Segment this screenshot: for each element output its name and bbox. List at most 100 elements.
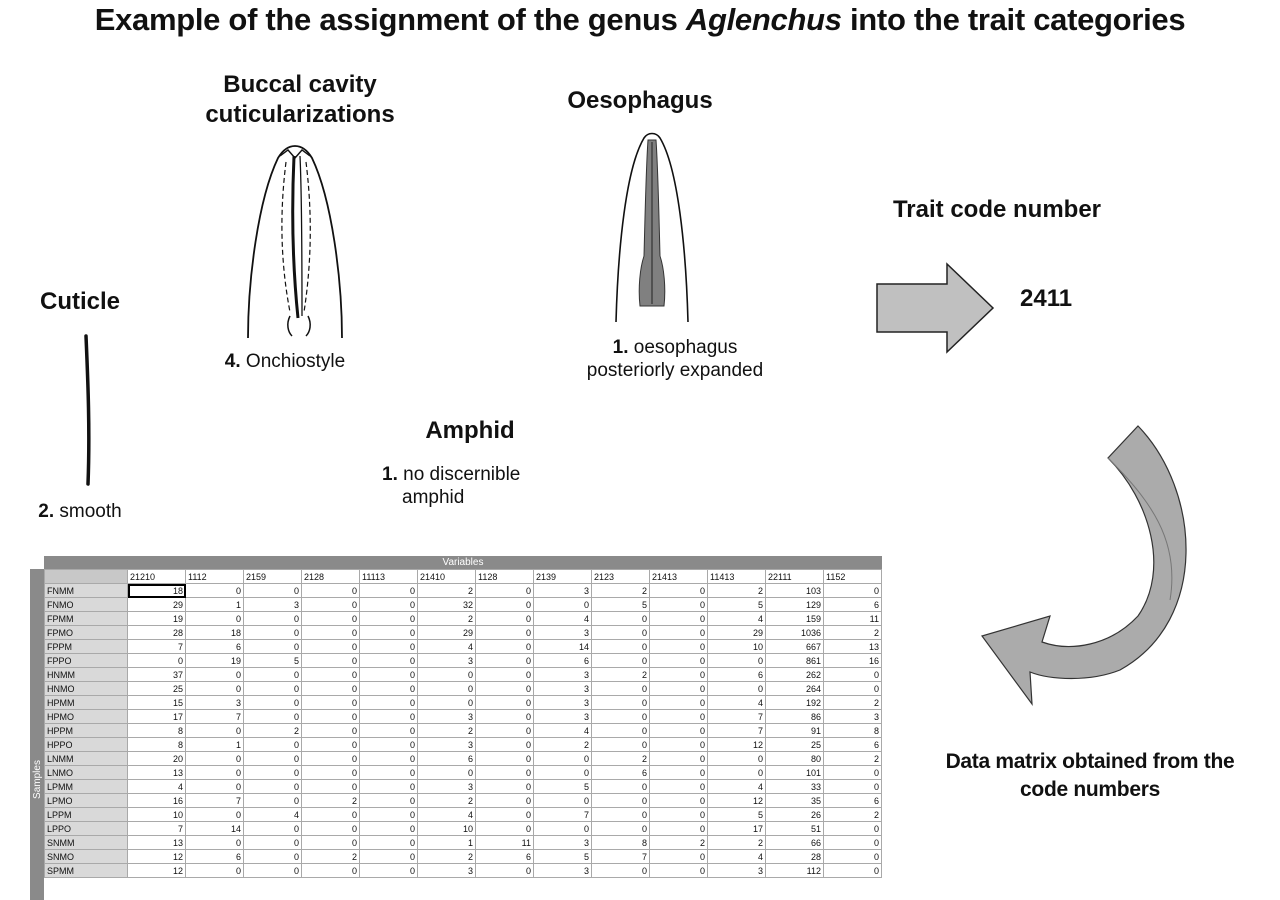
table-cell[interactable]: 0 xyxy=(359,807,418,822)
row-header[interactable]: FPPM xyxy=(44,639,128,654)
table-cell[interactable]: 0 xyxy=(475,597,534,612)
table-cell[interactable]: 0 xyxy=(185,751,244,766)
table-cell[interactable]: 0 xyxy=(243,779,302,794)
table-cell[interactable]: 28 xyxy=(765,849,824,864)
table-cell[interactable]: 667 xyxy=(765,639,824,654)
table-cell[interactable]: 0 xyxy=(185,863,244,878)
table-cell[interactable]: 2 xyxy=(591,583,650,598)
table-cell[interactable]: 0 xyxy=(649,625,708,640)
table-cell[interactable]: 18 xyxy=(127,583,186,598)
table-cell[interactable]: 80 xyxy=(765,751,824,766)
table-cell[interactable]: 3 xyxy=(417,863,476,878)
column-header[interactable]: 21410 xyxy=(417,569,476,584)
table-cell[interactable]: 10 xyxy=(417,821,476,836)
table-cell[interactable]: 0 xyxy=(707,653,766,668)
table-cell[interactable]: 159 xyxy=(765,611,824,626)
table-cell[interactable]: 17 xyxy=(127,709,186,724)
table-cell[interactable]: 4 xyxy=(707,695,766,710)
table-cell[interactable]: 4 xyxy=(707,779,766,794)
table-cell[interactable]: 0 xyxy=(475,751,534,766)
table-cell[interactable]: 0 xyxy=(301,695,360,710)
table-cell[interactable]: 0 xyxy=(823,821,882,836)
row-header[interactable]: LPPM xyxy=(44,807,128,822)
column-header[interactable]: 1152 xyxy=(823,569,882,584)
table-cell[interactable]: 0 xyxy=(359,793,418,808)
table-cell[interactable]: 0 xyxy=(591,611,650,626)
table-cell[interactable]: 0 xyxy=(649,737,708,752)
table-cell[interactable]: 3 xyxy=(243,597,302,612)
table-cell[interactable]: 0 xyxy=(359,863,418,878)
table-cell[interactable]: 3 xyxy=(533,667,592,682)
table-cell[interactable]: 0 xyxy=(533,751,592,766)
table-cell[interactable]: 0 xyxy=(301,709,360,724)
table-cell[interactable]: 0 xyxy=(649,583,708,598)
table-cell[interactable]: 0 xyxy=(243,849,302,864)
table-cell[interactable]: 3 xyxy=(533,695,592,710)
table-cell[interactable]: 0 xyxy=(243,821,302,836)
table-cell[interactable]: 6 xyxy=(707,667,766,682)
table-cell[interactable]: 262 xyxy=(765,667,824,682)
table-cell[interactable]: 14 xyxy=(185,821,244,836)
table-cell[interactable]: 101 xyxy=(765,765,824,780)
table-cell[interactable]: 0 xyxy=(185,807,244,822)
table-cell[interactable]: 0 xyxy=(359,695,418,710)
table-cell[interactable]: 4 xyxy=(417,639,476,654)
table-cell[interactable]: 16 xyxy=(823,653,882,668)
table-cell[interactable]: 0 xyxy=(359,709,418,724)
table-cell[interactable]: 13 xyxy=(823,639,882,654)
table-cell[interactable]: 2 xyxy=(417,611,476,626)
table-cell[interactable]: 4 xyxy=(707,611,766,626)
table-cell[interactable]: 0 xyxy=(359,639,418,654)
table-cell[interactable]: 2 xyxy=(823,625,882,640)
table-cell[interactable]: 0 xyxy=(243,625,302,640)
table-cell[interactable]: 6 xyxy=(823,793,882,808)
table-cell[interactable]: 5 xyxy=(243,653,302,668)
table-cell[interactable]: 0 xyxy=(417,695,476,710)
table-cell[interactable]: 0 xyxy=(823,765,882,780)
table-cell[interactable]: 2 xyxy=(591,751,650,766)
table-cell[interactable]: 4 xyxy=(127,779,186,794)
row-header[interactable]: LPMM xyxy=(44,779,128,794)
table-cell[interactable]: 2 xyxy=(417,793,476,808)
table-cell[interactable]: 11 xyxy=(823,611,882,626)
table-cell[interactable]: 7 xyxy=(707,709,766,724)
table-cell[interactable]: 6 xyxy=(591,765,650,780)
table-cell[interactable]: 2 xyxy=(417,723,476,738)
table-cell[interactable]: 0 xyxy=(359,611,418,626)
table-cell[interactable]: 29 xyxy=(707,625,766,640)
row-header[interactable]: HPMM xyxy=(44,695,128,710)
row-header[interactable]: HPMO xyxy=(44,709,128,724)
table-cell[interactable]: 2 xyxy=(301,793,360,808)
table-cell[interactable]: 29 xyxy=(127,597,186,612)
table-cell[interactable]: 3 xyxy=(417,709,476,724)
table-cell[interactable]: 0 xyxy=(823,583,882,598)
table-cell[interactable]: 0 xyxy=(185,583,244,598)
table-cell[interactable]: 3 xyxy=(417,653,476,668)
row-header[interactable]: SNMM xyxy=(44,835,128,850)
table-cell[interactable]: 0 xyxy=(591,709,650,724)
table-cell[interactable]: 0 xyxy=(475,695,534,710)
table-cell[interactable]: 2 xyxy=(649,835,708,850)
table-cell[interactable]: 0 xyxy=(649,849,708,864)
row-header[interactable]: FPMO xyxy=(44,625,128,640)
table-cell[interactable]: 4 xyxy=(533,611,592,626)
table-cell[interactable]: 0 xyxy=(591,681,650,696)
row-header[interactable]: HPPO xyxy=(44,737,128,752)
table-cell[interactable]: 14 xyxy=(533,639,592,654)
row-header[interactable]: HNMO xyxy=(44,681,128,696)
table-cell[interactable]: 13 xyxy=(127,835,186,850)
table-cell[interactable]: 0 xyxy=(301,583,360,598)
table-cell[interactable]: 0 xyxy=(591,793,650,808)
table-cell[interactable]: 3 xyxy=(533,709,592,724)
table-cell[interactable]: 0 xyxy=(243,737,302,752)
table-cell[interactable]: 2 xyxy=(823,695,882,710)
table-cell[interactable]: 0 xyxy=(591,779,650,794)
table-cell[interactable]: 0 xyxy=(359,821,418,836)
table-cell[interactable]: 4 xyxy=(533,723,592,738)
row-header[interactable]: SPMM xyxy=(44,863,128,878)
table-cell[interactable]: 5 xyxy=(707,597,766,612)
table-cell[interactable]: 0 xyxy=(127,653,186,668)
table-cell[interactable]: 4 xyxy=(707,849,766,864)
table-cell[interactable]: 0 xyxy=(301,835,360,850)
table-cell[interactable]: 0 xyxy=(649,723,708,738)
